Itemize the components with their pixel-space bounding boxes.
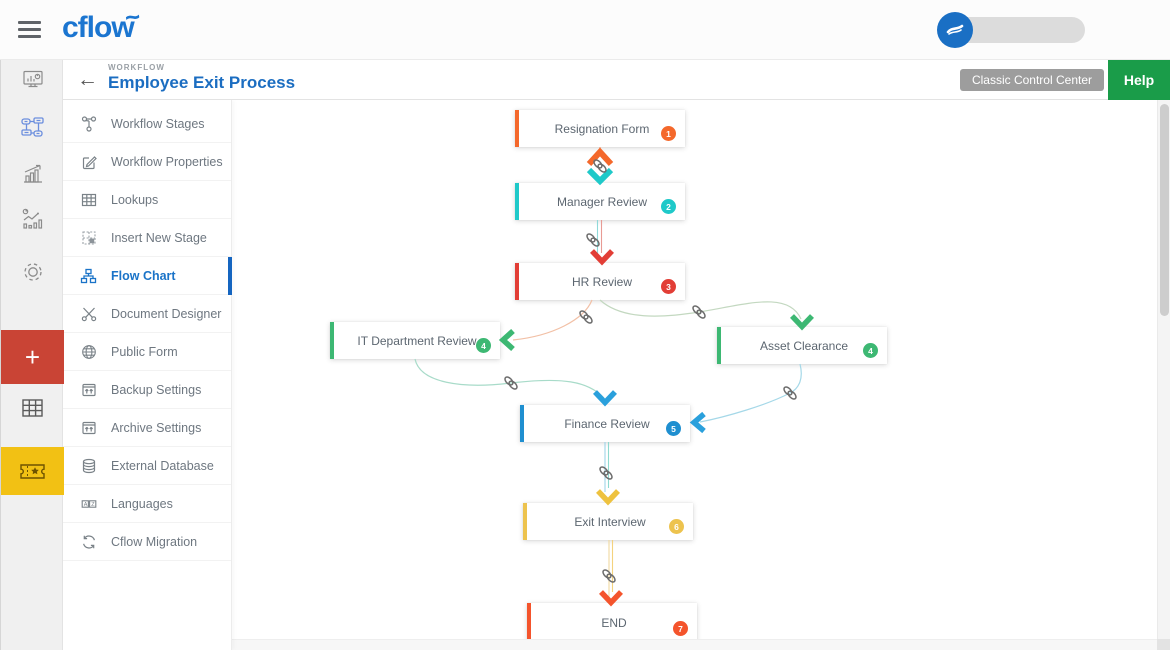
ticket-button[interactable] (1, 447, 64, 495)
apps-grid-icon[interactable] (1, 386, 64, 430)
reports-growth-icon[interactable] (1, 152, 64, 196)
stage-badge: 3 (661, 279, 676, 294)
document-designer-scissors-icon (80, 305, 97, 322)
external-database-icon (80, 457, 97, 474)
flow-node-finance-review[interactable]: Finance Review 5 (520, 405, 690, 442)
classic-control-center-button[interactable]: Classic Control Center (959, 69, 1104, 91)
analytics-icon[interactable] (1, 197, 64, 241)
sidebar-item-flow-chart[interactable]: Flow Chart (63, 257, 232, 295)
sidebar-item-backup-settings[interactable]: Backup Settings (63, 371, 231, 409)
settings-gear-icon[interactable] (1, 250, 64, 294)
flow-node-exit-interview[interactable]: Exit Interview 6 (523, 503, 693, 540)
top-bar: cflow~ (0, 0, 1170, 60)
scrollbar-corner[interactable] (1157, 639, 1170, 650)
stage-badge: 6 (669, 519, 684, 534)
insert-new-stage-icon (80, 229, 97, 246)
page-title: Employee Exit Process (108, 73, 296, 92)
vertical-scrollbar[interactable] (1157, 100, 1170, 650)
flow-chart-canvas[interactable]: Resignation Form 1 Manager Review 2 HR R… (232, 100, 1170, 650)
title-block: WORKFLOW Employee Exit Process (108, 63, 295, 93)
breadcrumb: WORKFLOW (108, 63, 165, 72)
flow-connectors[interactable] (232, 100, 1170, 650)
page-header: ← WORKFLOW Employee Exit Process Classic… (63, 60, 1170, 100)
stage-badge: 2 (661, 199, 676, 214)
workflow-properties-icon (80, 153, 97, 170)
add-new-button[interactable]: + (1, 330, 64, 384)
public-form-globe-icon (80, 343, 97, 360)
flow-node-resignation-form[interactable]: Resignation Form 1 (515, 110, 685, 147)
logo-text: cflow (62, 11, 135, 44)
sidebar-item-public-form[interactable]: Public Form (63, 333, 231, 371)
workflow-stages-icon (80, 115, 97, 132)
svg-text:A: A (83, 501, 87, 507)
sidebar-item-archive-settings[interactable]: Archive Settings (63, 409, 231, 447)
svg-text:Z: Z (91, 501, 95, 507)
workflow-process-icon[interactable] (1, 106, 64, 150)
stage-badge: 5 (666, 421, 681, 436)
stage-badge: 1 (661, 126, 676, 141)
flow-node-it-department-review[interactable]: IT Department Review 4 (330, 322, 500, 359)
workflow-sidebar: Workflow Stages Workflow Properties Look… (63, 100, 232, 650)
user-avatar-icon[interactable] (937, 12, 973, 48)
ticket-icon (20, 464, 45, 479)
help-button[interactable]: Help (1108, 60, 1170, 100)
sidebar-item-lookups[interactable]: Lookups (63, 181, 231, 219)
sidebar-item-workflow-stages[interactable]: Workflow Stages (63, 105, 231, 143)
logo-tilde: ~ (123, 1, 142, 33)
cflow-migration-icon (80, 533, 97, 550)
icon-rail: + (0, 58, 64, 650)
flow-node-manager-review[interactable]: Manager Review 2 (515, 183, 685, 220)
sidebar-item-workflow-properties[interactable]: Workflow Properties (63, 143, 231, 181)
lookups-table-icon (80, 191, 97, 208)
dashboard-monitor-icon[interactable] (1, 58, 64, 102)
backup-settings-icon (80, 381, 97, 398)
stage-badge: 4 (476, 338, 491, 353)
flow-node-end[interactable]: END 7 (527, 603, 697, 643)
vertical-scrollbar-thumb[interactable] (1159, 104, 1169, 316)
sidebar-item-cflow-migration[interactable]: Cflow Migration (63, 523, 231, 561)
back-arrow-icon[interactable]: ← (77, 68, 98, 91)
stage-badge: 7 (673, 621, 688, 636)
sidebar-item-document-designer[interactable]: Document Designer (63, 295, 231, 333)
cflow-logo[interactable]: cflow~ (62, 1, 142, 45)
flow-node-asset-clearance[interactable]: Asset Clearance 4 (717, 327, 887, 364)
plus-icon: + (24, 341, 41, 372)
horizontal-scrollbar[interactable] (232, 639, 1157, 650)
flow-node-hr-review[interactable]: HR Review 3 (515, 263, 685, 300)
sidebar-item-external-database[interactable]: External Database (63, 447, 231, 485)
user-account-pill[interactable] (937, 12, 1085, 48)
hamburger-menu-icon[interactable] (18, 21, 41, 38)
sidebar-item-insert-new-stage[interactable]: Insert New Stage (63, 219, 231, 257)
flow-chart-icon (80, 267, 97, 284)
stage-badge: 4 (863, 343, 878, 358)
archive-settings-icon (80, 419, 97, 436)
